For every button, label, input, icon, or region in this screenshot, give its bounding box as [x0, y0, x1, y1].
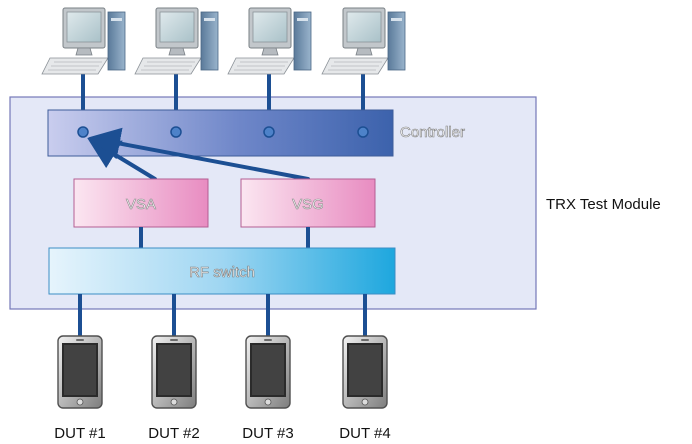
smartphone-icon	[57, 335, 103, 409]
desktop-computer-icon	[41, 7, 126, 75]
controller-box	[47, 109, 394, 157]
smartphone-icon	[342, 335, 388, 409]
vsa-box	[73, 178, 209, 228]
port-circle-icon	[77, 126, 89, 138]
vsg-box	[240, 178, 376, 228]
controller-label: Controller	[400, 124, 465, 141]
controller-ports	[77, 126, 369, 138]
dut-label-1: DUT #1	[54, 425, 105, 442]
dut-links	[78, 294, 367, 336]
dut-label-3: DUT #3	[242, 425, 293, 442]
vsa-label: VSA	[126, 196, 156, 213]
vsg-to-controller-arrow	[88, 127, 310, 181]
analyzer-links	[139, 227, 310, 248]
vsg-label: VSG	[292, 196, 324, 213]
signal-arrows	[87, 127, 310, 181]
port-circle-icon	[263, 126, 275, 138]
port-circle-icon	[170, 126, 182, 138]
rf-switch-box	[48, 247, 396, 295]
dut-labels: DUT #1 DUT #2 DUT #3 DUT #4	[54, 425, 390, 442]
rf-switch-label: RF switch	[189, 264, 255, 281]
desktop-computer-icon	[227, 7, 312, 75]
duts	[57, 335, 388, 409]
computers	[41, 7, 406, 75]
port-circle-icon	[357, 126, 369, 138]
dut-label-4: DUT #4	[339, 425, 390, 442]
smartphone-icon	[151, 335, 197, 409]
module-label: TRX Test Module	[546, 196, 661, 213]
smartphone-icon	[245, 335, 291, 409]
desktop-computer-icon	[134, 7, 219, 75]
dut-label-2: DUT #2	[148, 425, 199, 442]
desktop-computer-icon	[321, 7, 406, 75]
